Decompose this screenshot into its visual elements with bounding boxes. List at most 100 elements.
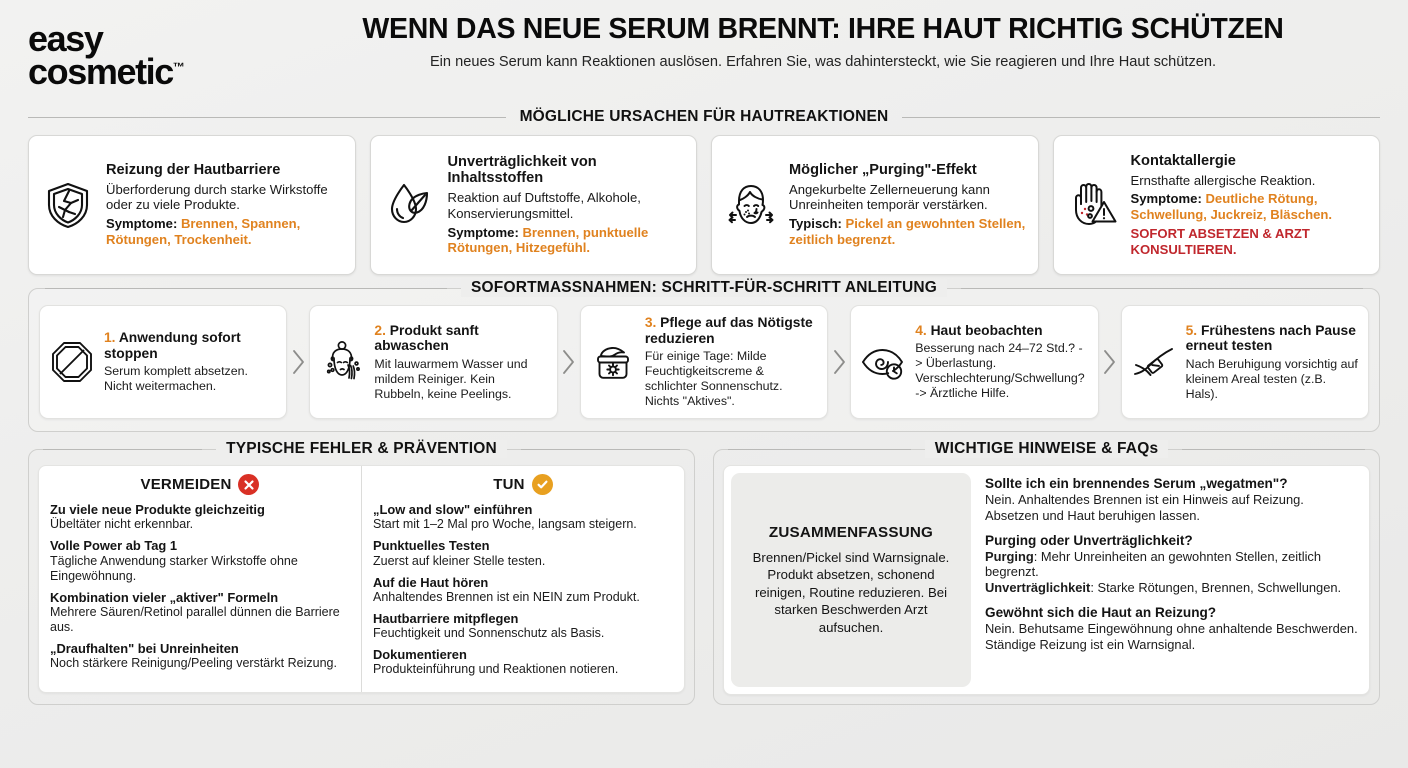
step-title: 4. Haut beobachten: [915, 322, 1043, 338]
avoid-heading: VERMEIDEN: [140, 476, 232, 494]
divider-right: [1182, 448, 1366, 450]
do-item: „Low and slow" einführen Start mit 1–2 M…: [373, 502, 673, 532]
step-card: 3. Pflege auf das Nötigste reduzieren Fü…: [579, 305, 829, 420]
step-title: 1. Anwendung sofort stoppen: [104, 330, 241, 361]
cream-jar-icon: [588, 339, 638, 385]
faq-panel: WICHTIGE HINWEISE & FAQs ZUSAMMENFASSUNG…: [713, 440, 1380, 706]
faq-answer: Purging: Mehr Unreinheiten an gewohnten …: [985, 549, 1358, 596]
faq-section-title: WICHTIGE HINWEISE & FAQs: [924, 440, 1169, 459]
mistakes-section-title: TYPISCHE FEHLER & PRÄVENTION: [216, 440, 507, 459]
cause-card: Möglicher „Purging"-Effekt Angekurbelte …: [711, 135, 1039, 275]
cause-description: Überforderung durch starke Wirkstoffe od…: [106, 181, 328, 213]
faq-question: Gewöhnt sich die Haut an Reizung?: [985, 604, 1217, 620]
divider-left: [728, 448, 911, 450]
do-item-desc: Feuchtigkeit und Sonnenschutz als Basis.: [373, 626, 605, 641]
avoid-item-desc: Übeltäter nicht erkennbar.: [50, 517, 194, 532]
cause-symptoms: Typisch: Pickel an gewohnten Stellen, ze…: [789, 216, 1026, 248]
brand-logo-line1: easy: [28, 18, 104, 59]
trademark-symbol: ™: [172, 60, 185, 75]
do-heading: TUN: [493, 476, 525, 494]
step-description: Mit lauwarmem Wasser und mildem Reiniger…: [374, 356, 528, 401]
hand-warning-icon: [1064, 178, 1122, 232]
cause-title: Möglicher „Purging"-Effekt: [789, 162, 977, 179]
eye-clock-icon: [858, 339, 908, 385]
cause-symptoms: Symptome: Deutliche Rötung, Schwellung, …: [1131, 191, 1368, 257]
avoid-item-desc: Mehrere Säuren/Retinol parallel dünnen d…: [50, 604, 340, 634]
page-subtitle: Ein neues Serum kann Reaktionen auslösen…: [429, 54, 1217, 71]
do-item-title: „Low and slow" einführen: [373, 502, 533, 518]
summary-text: Brennen/Pickel sind Warnsignale. Produkt…: [752, 549, 950, 635]
causes-section-header: MÖGLICHE URSACHEN FÜR HAUTREAKTIONEN: [22, 108, 1386, 126]
faq-item: Gewöhnt sich die Haut an Reizung? Nein. …: [985, 605, 1358, 653]
bottom-panels: TYPISCHE FEHLER & PRÄVENTION VERMEIDEN Z…: [28, 440, 1380, 706]
page-title: WENN DAS NEUE SERUM BRENNT: IHRE HAUT RI…: [362, 13, 1284, 45]
no-entry-icon: [47, 339, 97, 385]
divider-right: [961, 287, 1364, 289]
steps-list: 1. Anwendung sofort stoppen Serum komple…: [39, 305, 1370, 420]
cause-alert-text: SOFORT ABSETZEN & ARZT KONSULTIEREN.: [1130, 226, 1310, 257]
do-item-desc: Zuerst auf kleiner Stelle testen.: [373, 553, 546, 568]
do-item: Punktuelles Testen Zuerst auf kleiner St…: [373, 538, 673, 568]
faq-answer-text: : Mehr Unreinheiten an gewohnten Stellen…: [985, 548, 1322, 580]
avoid-item: „Draufhalten" bei Unreinheiten Noch stär…: [50, 641, 350, 671]
blemished-face-icon: [722, 179, 780, 231]
cause-card: Reizung der Hautbarriere Überforderung d…: [28, 135, 356, 275]
do-item: Hautbarriere mitpflegen Feuchtigkeit und…: [373, 611, 673, 641]
cause-card: Unverträglichkeit von Inhaltsstoffen Rea…: [369, 135, 697, 275]
faq-question: Sollte ich ein brennendes Serum „wegatme…: [985, 476, 1288, 492]
step-description: Serum komplett absetzen. Nicht weitermac…: [104, 364, 248, 394]
do-item-title: Punktuelles Testen: [373, 538, 490, 554]
do-item-title: Hautbarriere mitpflegen: [373, 610, 519, 626]
brand-logo: easy cosmetic™: [28, 14, 280, 89]
face-wash-icon: [317, 339, 367, 385]
avoid-item: Volle Power ab Tag 1 Tägliche Anwendung …: [50, 538, 350, 583]
step-number: 3.: [644, 315, 657, 330]
mistakes-panel: TYPISCHE FEHLER & PRÄVENTION VERMEIDEN Z…: [28, 440, 695, 706]
avoid-column: VERMEIDEN Zu viele neue Produkte gleichz…: [39, 466, 361, 692]
cause-description: Reaktion auf Duftstoffe, Alkohole, Konse…: [447, 189, 641, 221]
do-item: Dokumentieren Produkteinführung und Reak…: [373, 647, 673, 677]
summary-title: ZUSAMMENFASSUNG: [768, 523, 934, 541]
faq-section-header: WICHTIGE HINWEISE & FAQs: [714, 440, 1379, 459]
faq-question: Purging oder Unverträglichkeit?: [985, 532, 1193, 548]
step-description: Besserung nach 24–72 Std.? -> Überlastun…: [915, 341, 1085, 401]
cause-typical-value: Pickel an gewohnten Stellen, zeitlich be…: [789, 216, 1026, 248]
step-card: 2. Produkt sanft abwaschen Mit lauwarmem…: [309, 305, 558, 420]
do-item-title: Auf die Haut hören: [373, 574, 489, 590]
cause-description: Ernsthafte allergische Reaktion.: [1130, 172, 1316, 188]
divider-left: [43, 448, 203, 450]
cause-title: Reizung der Hautbarriere: [106, 162, 281, 179]
summary-box: ZUSAMMENFASSUNG Brennen/Pickel sind Warn…: [731, 473, 971, 688]
cause-symptoms: Symptome: Brennen, Spannen, Rötungen, Tr…: [106, 216, 343, 248]
do-column: TUN „Low and slow" einführen Start mit 1…: [361, 466, 684, 693]
cause-title: Unverträglichkeit von Inhaltsstoffen: [447, 153, 597, 187]
step-number: 2.: [374, 322, 386, 338]
steps-section-title: SOFORTMASSNAHMEN: SCHRITT-FÜR-SCHRITT AN…: [460, 279, 948, 297]
avoid-item-desc: Noch stärkere Reinigung/Peeling verstärk…: [50, 656, 337, 671]
cause-symptoms-label: Symptome:: [106, 216, 178, 232]
step-description: Nach Beruhigung vorsichtig auf kleinem A…: [1185, 356, 1358, 401]
do-item-desc: Anhaltendes Brennen ist ein NEIN zum Pro…: [373, 589, 640, 604]
chevron-right-icon: [558, 305, 580, 419]
steps-section: SOFORTMASSNAHMEN: SCHRITT-FÜR-SCHRITT AN…: [28, 279, 1380, 433]
cause-typical-label: Typisch:: [789, 216, 842, 232]
cause-symptoms-value: Brennen, Spannen, Rötungen, Trockenheit.: [106, 216, 301, 248]
faq-item: Sollte ich ein brennendes Serum „wegatme…: [985, 476, 1358, 524]
faq-item: Purging oder Unverträglichkeit? Purging:…: [985, 533, 1358, 596]
avoid-item-title: „Draufhalten" bei Unreinheiten: [50, 640, 239, 656]
cracked-shield-icon: [39, 179, 97, 231]
cause-symptoms-value: Brennen, punktuelle Rötungen, Hitzegefüh…: [447, 224, 649, 256]
causes-card-list: Reizung der Hautbarriere Überforderung d…: [22, 135, 1386, 275]
avoid-item-title: Volle Power ab Tag 1: [50, 538, 178, 554]
cause-description: Angekurbelte Zellerneuerung kann Unreinh…: [789, 181, 990, 213]
faq-answer-label: Purging: [985, 548, 1034, 564]
steps-section-header: SOFORTMASSNAHMEN: SCHRITT-FÜR-SCHRITT AN…: [29, 279, 1379, 297]
page-header: easy cosmetic™ WENN DAS NEUE SERUM BRENN…: [22, 0, 1386, 102]
do-item: Auf die Haut hören Anhaltendes Brennen i…: [373, 575, 673, 605]
avoid-item-title: Zu viele neue Produkte gleichzeitig: [50, 502, 265, 518]
chevron-right-icon: [828, 305, 850, 419]
cause-symptoms-label: Symptome:: [447, 224, 519, 240]
mistakes-section-header: TYPISCHE FEHLER & PRÄVENTION: [29, 440, 694, 459]
divider-left: [45, 287, 447, 289]
